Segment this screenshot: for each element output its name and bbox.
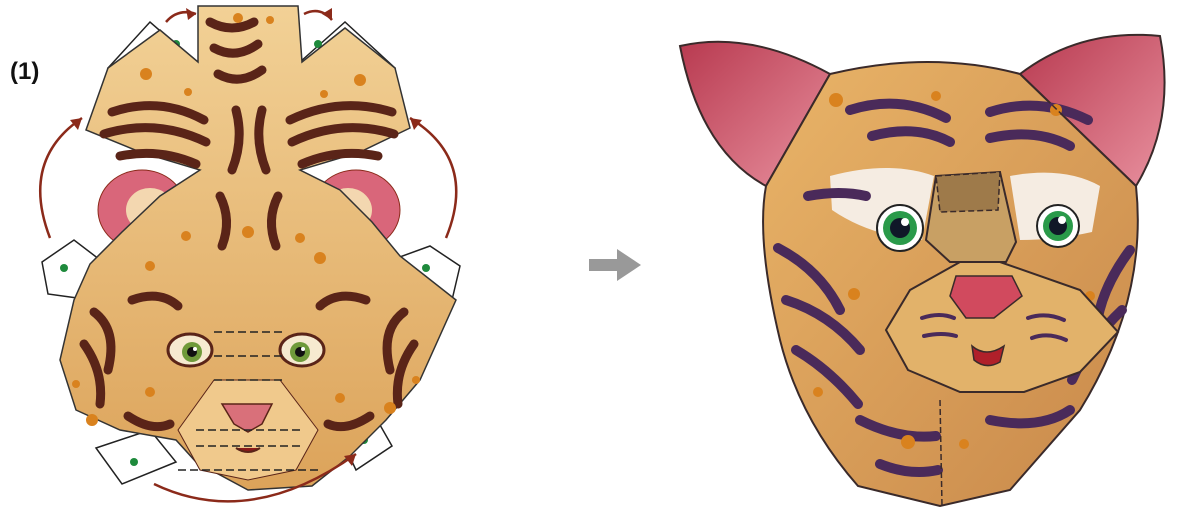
glue-dot — [60, 264, 68, 272]
glue-dot — [422, 264, 430, 272]
fold-arrow-left — [40, 118, 82, 238]
assembled-tiger-mask — [660, 0, 1180, 515]
tiger-mask-template — [0, 0, 560, 515]
snout-bridge-top — [936, 172, 1000, 212]
fold-arrow-right — [410, 118, 456, 238]
glue-dot — [130, 458, 138, 466]
next-step-arrow-icon — [585, 245, 645, 285]
